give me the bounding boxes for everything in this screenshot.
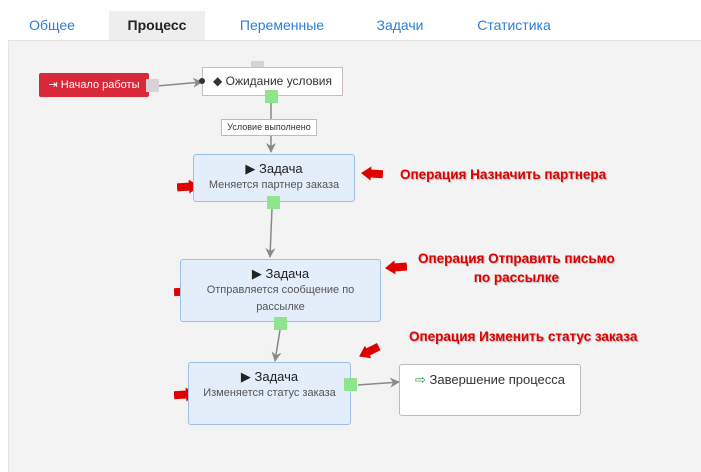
play-icon: ▶ [245, 161, 259, 176]
play-icon: ▶ [240, 369, 255, 384]
task-node-3[interactable]: ▶ Задача Изменяется статус заказа [188, 362, 351, 425]
wait-node-label: Ожидание условия [225, 74, 332, 88]
end-node[interactable]: ⇨ Завершение процесса [399, 364, 581, 416]
task-1-description: Меняется партнер заказа [208, 179, 340, 191]
start-node-output-port[interactable] [146, 79, 159, 92]
task-3-title: ▶ Задача [240, 369, 299, 384]
task-3-output-port[interactable] [344, 378, 357, 391]
tab-general[interactable]: Общее [29, 17, 75, 33]
play-icon: ▶ [251, 266, 266, 281]
task-node-1[interactable]: ▶ Задача Меняется партнер заказа [193, 154, 355, 202]
task-1-output-port[interactable] [267, 196, 280, 209]
sign-out-icon: ⇨ [414, 372, 426, 387]
end-node-label: Завершение процесса [429, 372, 566, 387]
tab-statistics[interactable]: Статистика [477, 17, 551, 33]
task-3-description: Изменяется статус заказа [203, 387, 336, 399]
annotation-send-mail-line2: по рассылке [473, 270, 560, 285]
tab-bar: Общее Процесс Переменные Задачи Статисти… [0, 0, 701, 40]
start-node[interactable]: ⇥ Начало работы [39, 73, 149, 97]
tab-variables[interactable]: Переменные [239, 17, 325, 33]
bell-icon: ◆ [213, 74, 223, 88]
task-node-2[interactable]: ▶ Задача Отправляется сообщение по рассы… [180, 259, 381, 322]
annotation-change-status: Операция Изменить статус заказа [409, 329, 638, 344]
task-2-output-port[interactable] [274, 317, 287, 330]
edge-label-condition-met[interactable]: Условие выполнено [221, 119, 317, 136]
task-2-title: ▶ Задача [251, 266, 310, 281]
task-1-title: ▶ Задача [245, 161, 303, 176]
annotation-send-mail-line1: Операция Отправить письмо [418, 251, 615, 266]
sign-in-icon: ⇥ [48, 79, 58, 91]
tab-tasks[interactable]: Задачи [376, 17, 424, 33]
annotation-send-mail: Операция Отправить письмо по рассылке [418, 249, 615, 287]
process-canvas[interactable] [8, 40, 701, 472]
tab-process[interactable]: Процесс [109, 11, 205, 40]
wait-node-input-dot [199, 78, 205, 84]
annotation-assign-partner: Операция Назначить партнера [400, 167, 607, 182]
task-2-description: Отправляется сообщение по рассылке [206, 284, 355, 313]
start-node-label: Начало работы [60, 79, 140, 91]
wait-node-output-port[interactable] [265, 90, 278, 103]
